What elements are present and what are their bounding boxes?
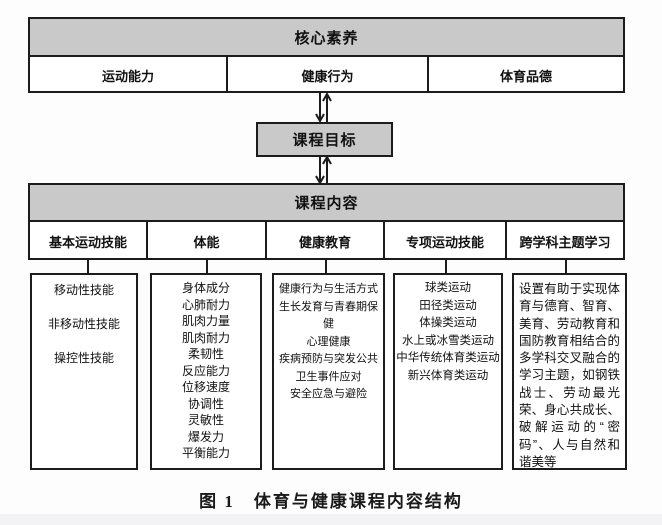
core-literacy-row: 运动能力 健康行为 体育品德 xyxy=(30,57,623,93)
curriculum-goals-box: 课程目标 xyxy=(256,122,393,157)
column-interdisciplinary-learning: 跨学科主题学习 xyxy=(519,234,611,250)
double-arrow-icon xyxy=(315,93,332,122)
detail-item: 平衡能力 xyxy=(181,446,230,460)
connector-line xyxy=(565,258,567,273)
detail-item: 生长发育与青春期保健 xyxy=(279,300,378,331)
detail-item: 疾病预防与突发公共卫生事件应对 xyxy=(279,353,378,383)
connector-line xyxy=(206,258,208,273)
detail-item: 柔韧性 xyxy=(187,347,224,361)
detail-item: 心肺耐力 xyxy=(181,297,230,312)
column-basic-motor-skills: 基本运动技能 xyxy=(30,222,148,260)
details-health-education: 健康行为与生活方式生长发育与青春期保健心理健康疾病预防与突发公共卫生事件应对安全… xyxy=(272,273,385,470)
detail-item: 安全应急与避险 xyxy=(290,388,367,400)
detail-item: 球类运动 xyxy=(425,282,471,294)
detail-item: 位移速度 xyxy=(181,380,230,394)
detail-item: 中华传统体育类运动 xyxy=(396,352,500,364)
curriculum-content-columns: 基本运动技能 体能 健康教育 专项运动技能 跨学科主题学习 xyxy=(30,222,623,260)
core-literacy-title: 核心素养 xyxy=(30,19,623,57)
column-health-education: 健康教育 xyxy=(267,222,385,260)
detail-item: 灵敏性 xyxy=(187,413,224,427)
detail-item: 协调性 xyxy=(187,396,224,411)
core-literacy-item-healthy-behavior: 健康行为 xyxy=(228,57,429,93)
details-basic-motor-skills: 移动性技能非移动性技能操控性技能 xyxy=(30,273,138,470)
detail-item: 心理健康 xyxy=(306,335,351,348)
core-literacy-item-sports-morality: 体育品德 xyxy=(499,68,552,84)
column-physical-fitness: 体能 xyxy=(148,222,267,260)
detail-item: 体操类运动 xyxy=(419,317,477,329)
detail-item: 反应能力 xyxy=(181,363,230,378)
detail-item: 健康行为与生活方式 xyxy=(279,283,378,295)
details-physical-fitness: 身体成分心肺耐力肌肉力量肌肉耐力柔韧性反应能力位移速度协调性灵敏性爆发力平衡能力 xyxy=(150,273,262,470)
detail-item: 身体成分 xyxy=(181,281,230,295)
connector-line xyxy=(87,258,89,273)
core-literacy-table: 核心素养 运动能力 健康行为 体育品德 xyxy=(28,17,625,93)
curriculum-content-title: 课程内容 xyxy=(30,185,623,222)
connector-line xyxy=(325,258,327,273)
detail-item: 水上或冰雪类运动 xyxy=(402,334,494,347)
detail-item: 操控性技能 xyxy=(53,351,114,365)
detail-item: 移动性技能 xyxy=(53,283,114,297)
detail-item: 肌肉力量 xyxy=(181,314,230,328)
double-arrow-icon xyxy=(315,156,332,184)
curriculum-content-table: 课程内容 基本运动技能 体能 健康教育 专项运动技能 跨学科主题学习 xyxy=(28,183,625,260)
details-specialized-motor-skills: 球类运动田径类运动体操类运动水上或冰雪类运动中华传统体育类运动新兴体育类运动 xyxy=(393,273,503,470)
connector-line xyxy=(445,258,447,273)
detail-item: 新兴体育类运动 xyxy=(407,369,489,382)
page-edge-strip xyxy=(0,514,662,525)
core-literacy-item-athletic-ability: 运动能力 xyxy=(30,57,228,93)
figure-caption: 图 1 体育与健康课程内容结构 xyxy=(199,492,463,511)
interdisciplinary-paragraph: 设置有助于实现体育与德育、智育、美育、劳动教育和国防教育相结合的多学科交叉融合的… xyxy=(519,282,620,469)
detail-item: 爆发力 xyxy=(187,429,224,444)
detail-item: 肌肉耐力 xyxy=(181,330,230,345)
detail-item: 田径类运动 xyxy=(419,299,477,312)
column-specialized-motor-skills: 专项运动技能 xyxy=(385,222,507,260)
details-interdisciplinary-learning: 设置有助于实现体育与德育、智育、美育、劳动教育和国防教育相结合的多学科交叉融合的… xyxy=(512,273,627,470)
detail-item: 非移动性技能 xyxy=(47,317,120,331)
